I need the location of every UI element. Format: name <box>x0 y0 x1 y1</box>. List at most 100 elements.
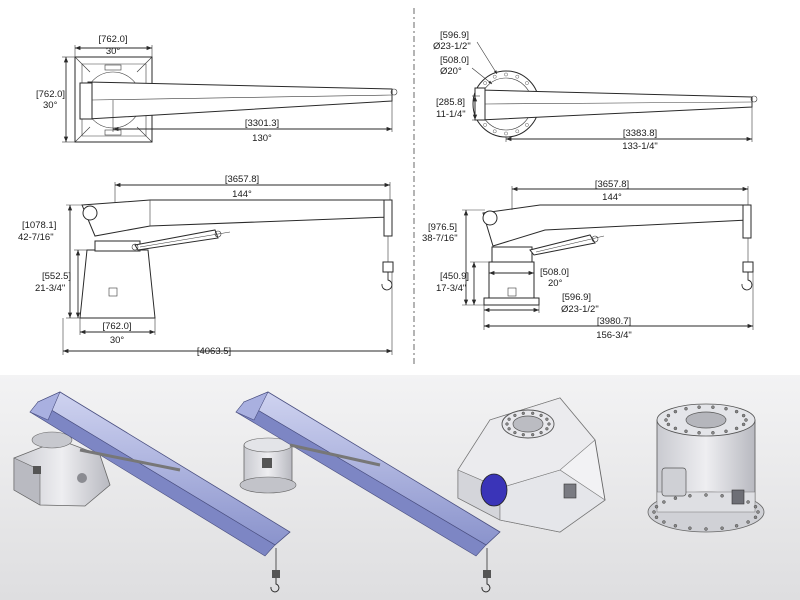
bolt-hole <box>724 429 728 433</box>
bolt-hole <box>724 407 728 411</box>
dim-right-flange-mm: [596.9] <box>562 292 591 303</box>
bolt-hole <box>704 493 708 497</box>
dim-pedestal-in: 21-3/4" <box>35 283 65 294</box>
bolt-hole <box>711 431 715 435</box>
bolt-hole <box>746 500 750 504</box>
bolt-hole <box>673 426 678 431</box>
render-crane-cylinder-pedestal <box>235 391 501 593</box>
bolt-hole <box>654 505 659 509</box>
bolt-hole <box>505 422 509 426</box>
bolt-hole <box>539 431 543 435</box>
dim-offset-in: 11-1/4" <box>436 109 466 120</box>
bolt-hole <box>666 422 671 427</box>
dim-right-total-in: 156-3/4" <box>596 330 632 341</box>
bolt-hole <box>684 407 688 411</box>
bolt-hole <box>654 515 659 519</box>
bolt-hole <box>525 123 529 127</box>
bolt-hole <box>753 505 758 509</box>
bolt-hole <box>720 526 724 530</box>
bolt-hole <box>734 426 739 431</box>
bolt-hole <box>515 74 520 79</box>
bolt-hole <box>720 494 724 498</box>
dim-top-height-mm: [762.0] <box>36 89 65 100</box>
dim-top-width-in: 30° <box>106 46 121 57</box>
dim-right-height-mm: [976.5] <box>428 222 457 233</box>
bolt-hole <box>753 515 758 519</box>
bolt-hole <box>673 409 678 414</box>
bolt-hole <box>545 417 549 421</box>
bolt-hole <box>734 524 739 528</box>
bolt-hole <box>746 520 750 524</box>
dim-top-height-in: 30° <box>43 100 58 111</box>
bolt-hole <box>504 72 508 77</box>
dim-right-bore-in: 20° <box>548 278 563 289</box>
dim-top-reach-in: 130° <box>252 133 272 144</box>
dim-right-reach-mm: [3657.8] <box>595 179 629 190</box>
bolt-hole <box>697 431 701 435</box>
bolt-hole <box>525 81 529 85</box>
bolt-hole <box>513 413 517 417</box>
bolt-hole <box>513 431 517 435</box>
dim-base-in: 30° <box>110 335 125 346</box>
dim-right-bore-mm: [508.0] <box>540 267 569 278</box>
dim-right-total-mm: [3980.7] <box>597 316 631 327</box>
dim-right-reach-in: 144° <box>602 192 622 203</box>
bolt-hole <box>515 129 520 134</box>
bolt-hole <box>662 520 666 524</box>
bolt-hole <box>704 527 708 531</box>
bolt-hole <box>711 405 715 409</box>
bolt-hole <box>697 405 701 409</box>
dim-flange-mm: [596.9] <box>440 30 469 41</box>
bolt-hole <box>666 413 671 418</box>
bolt-hole <box>504 131 508 136</box>
dim-flange-in: Ø23-1/2" <box>433 41 471 52</box>
bolt-hole <box>688 494 692 498</box>
dim-right-pedestal-in: 17-3/4" <box>436 283 466 294</box>
dim-right-pedestal-mm: [450.9] <box>440 271 469 282</box>
bolt-hole <box>547 422 551 426</box>
dim-right-height-in: 38-7/16" <box>422 233 458 244</box>
bolt-hole <box>741 413 746 418</box>
dim-right-flange-in: Ø23-1/2" <box>561 304 599 315</box>
dim-side-height-mm: [1078.1] <box>22 220 56 231</box>
bolt-hole <box>662 500 666 504</box>
bolt-hole <box>545 427 549 431</box>
dim-bore-mm: [508.0] <box>440 55 469 66</box>
plan-view-right: [596.9] Ø23-1/2" [508.0] Ø20° [285.8] 11… <box>433 30 758 152</box>
bolt-hole <box>688 526 692 530</box>
dim-offset-mm: [285.8] <box>436 97 465 108</box>
render-crane-hex-pedestal <box>13 391 291 593</box>
dim-side-height-in: 42-7/16" <box>18 232 54 243</box>
dim-top-width-mm: [762.0] <box>98 34 127 45</box>
bolt-hole <box>507 427 511 431</box>
bolt-hole <box>531 433 535 437</box>
dim-side-reach-in: 144° <box>232 189 252 200</box>
plan-view-left: [762.0] 30° [762.0] 30° [3301.3] 130° <box>36 34 398 144</box>
render-cylinder-pedestal <box>647 403 765 533</box>
bolt-hole <box>684 429 688 433</box>
dim-top-right-reach-mm: [3383.8] <box>623 128 657 139</box>
bolt-hole <box>521 433 525 437</box>
bolt-hole <box>673 524 678 528</box>
bolt-hole <box>507 417 511 421</box>
bolt-hole <box>741 422 746 427</box>
bolt-hole <box>492 74 497 79</box>
dim-bore-in: Ø20° <box>440 66 462 77</box>
bolt-hole <box>531 411 535 415</box>
dim-pedestal-mm: [552.5] <box>42 271 71 282</box>
crane-hook-icon <box>381 272 393 291</box>
bolt-hole <box>744 418 748 422</box>
bolt-hole <box>539 413 543 417</box>
bolt-hole <box>652 510 656 514</box>
bolt-hole <box>756 510 760 514</box>
bolt-hole <box>521 411 525 415</box>
bolt-hole <box>492 129 497 134</box>
bolt-hole <box>664 418 668 422</box>
dim-top-right-reach-in: 133-1/4" <box>622 141 658 152</box>
dim-base-mm: [762.0] <box>102 321 131 332</box>
dim-top-reach-mm: [3301.3] <box>245 118 279 129</box>
bolt-hole <box>734 409 739 414</box>
bolt-hole <box>483 123 487 127</box>
dim-side-reach-mm: [3657.8] <box>225 174 259 185</box>
